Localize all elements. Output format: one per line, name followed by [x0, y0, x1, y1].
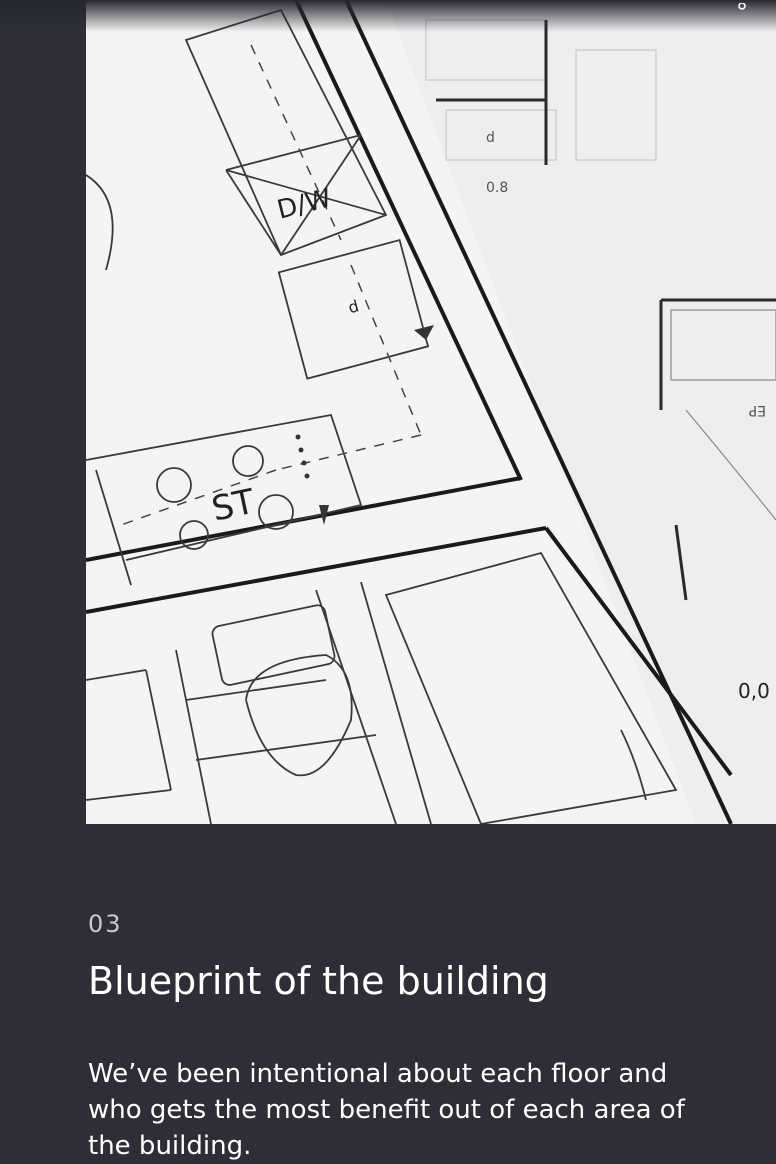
user-icon[interactable]	[734, 0, 750, 10]
room-label-d: d	[346, 296, 361, 317]
section-title: Blueprint of the building	[88, 959, 549, 1003]
dimension-label: 0.8	[486, 180, 508, 196]
section-number: 03	[88, 910, 123, 938]
flipped-label: EP	[749, 402, 766, 418]
section-description: We’ve been intentional about each floor …	[88, 1059, 685, 1161]
stove-label: ST	[208, 482, 258, 530]
header-bar	[0, 0, 776, 32]
blueprint-image: 0.8 d EP 0,0	[86, 0, 776, 824]
room-label-d: d	[486, 130, 495, 146]
dimension-label: 0,0	[738, 679, 770, 703]
